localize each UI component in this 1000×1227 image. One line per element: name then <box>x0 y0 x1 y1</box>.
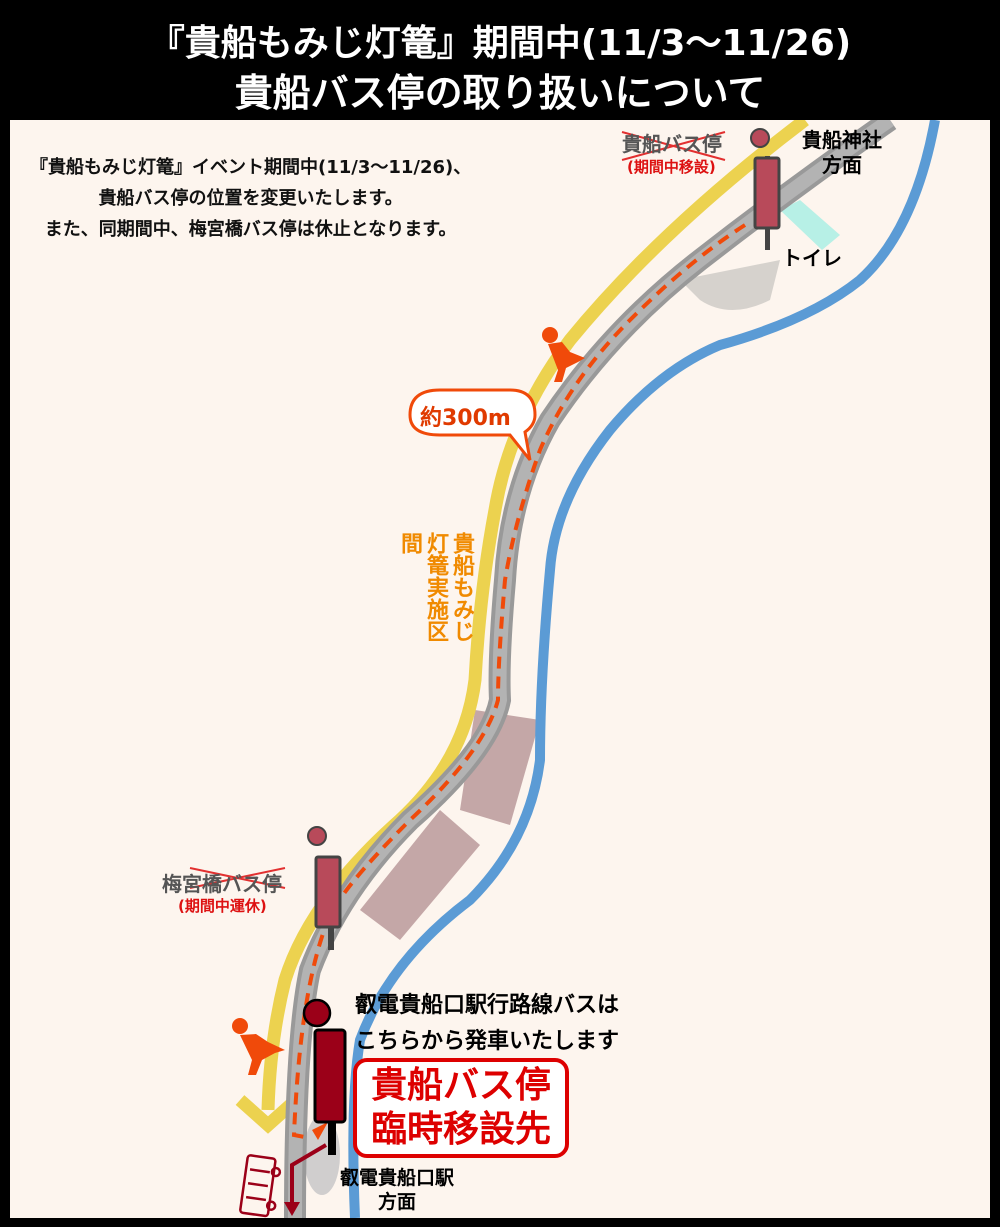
bus-stop-umemiyabashi <box>307 826 342 950</box>
strike-kibune <box>621 131 726 161</box>
toilet-area <box>780 200 840 250</box>
station-direction-label: 叡電貴船口駅 方面 <box>340 1166 454 1214</box>
toilet-label: トイレ <box>782 246 842 270</box>
station-direction-line1: 叡電貴船口駅 <box>340 1167 455 1189</box>
temporary-stop-line1: 貴船バス停 <box>371 1065 552 1106</box>
bus-icon <box>239 1154 282 1218</box>
map: 『貴船もみじ灯篭』イベント期間中(11/3〜11/26)、 貴船バス停の位置を変… <box>10 120 990 1218</box>
river <box>348 120 940 1218</box>
parking-area-top <box>680 260 780 310</box>
notice-text: 『貴船もみじ灯篭』イベント期間中(11/3〜11/26)、 貴船バス停の位置を変… <box>30 152 471 245</box>
station-direction-line2: 方面 <box>378 1191 417 1213</box>
notice-line3: また、同期間中、梅宮橋バス停は休止となります。 <box>44 219 457 240</box>
kibune-old-stop-label: 貴船バス停 <box>622 132 722 156</box>
shrine-direction-line1: 貴船神社 <box>802 128 882 152</box>
departure-text: 叡電貴船口駅行路線バスは こちらから発車いたします <box>355 988 619 1060</box>
bus-stop-temporary <box>302 998 347 1155</box>
departure-line2: こちらから発車いたします <box>355 1029 620 1054</box>
event-road <box>261 120 809 1111</box>
bus-stop-kibune-old <box>750 128 781 250</box>
building-2 <box>360 810 480 940</box>
event-zone-label: 貴船もみじ灯篭実施区間 <box>397 532 474 642</box>
kibune-old-stop-note: (期間中移設) <box>627 158 716 176</box>
temporary-stop-line2: 臨時移設先 <box>371 1109 552 1150</box>
map-graphics <box>189 120 940 1218</box>
umemiyabashi-stop-label: 梅宮橋バス停 <box>162 872 282 896</box>
umemiyabashi-stop-note: (期間中運休) <box>178 897 267 915</box>
shrine-direction-line2: 方面 <box>822 153 862 177</box>
departure-line1: 叡電貴船口駅行路線バスは <box>355 993 620 1018</box>
pedestrian-icon-top <box>542 327 585 382</box>
distance-callout-shape <box>408 388 537 461</box>
header: 『貴船もみじ灯篭』期間中(11/3〜11/26) 貴船バス停の取り扱いについて <box>0 0 1000 118</box>
pedestrian-icon-bottom <box>232 1018 285 1075</box>
shrine-direction-label: 貴船神社 方面 <box>802 128 882 178</box>
notice-line2: 貴船バス停の位置を変更いたします。 <box>98 188 403 209</box>
bus-direction-arrow <box>290 1143 328 1210</box>
title-line2: 貴船バス停の取り扱いについて <box>234 71 766 115</box>
notice-line1: 『貴船もみじ灯篭』イベント期間中(11/3〜11/26)、 <box>30 157 472 178</box>
temporary-stop-callout: 貴船バス停 臨時移設先 <box>353 1058 570 1158</box>
title-line1: 『貴船もみじ灯篭』期間中(11/3〜11/26) <box>148 23 852 64</box>
distance-label: 約300m <box>420 406 511 431</box>
walk-arrow-head <box>312 1122 328 1140</box>
strike-umemiyabashi <box>189 867 286 889</box>
